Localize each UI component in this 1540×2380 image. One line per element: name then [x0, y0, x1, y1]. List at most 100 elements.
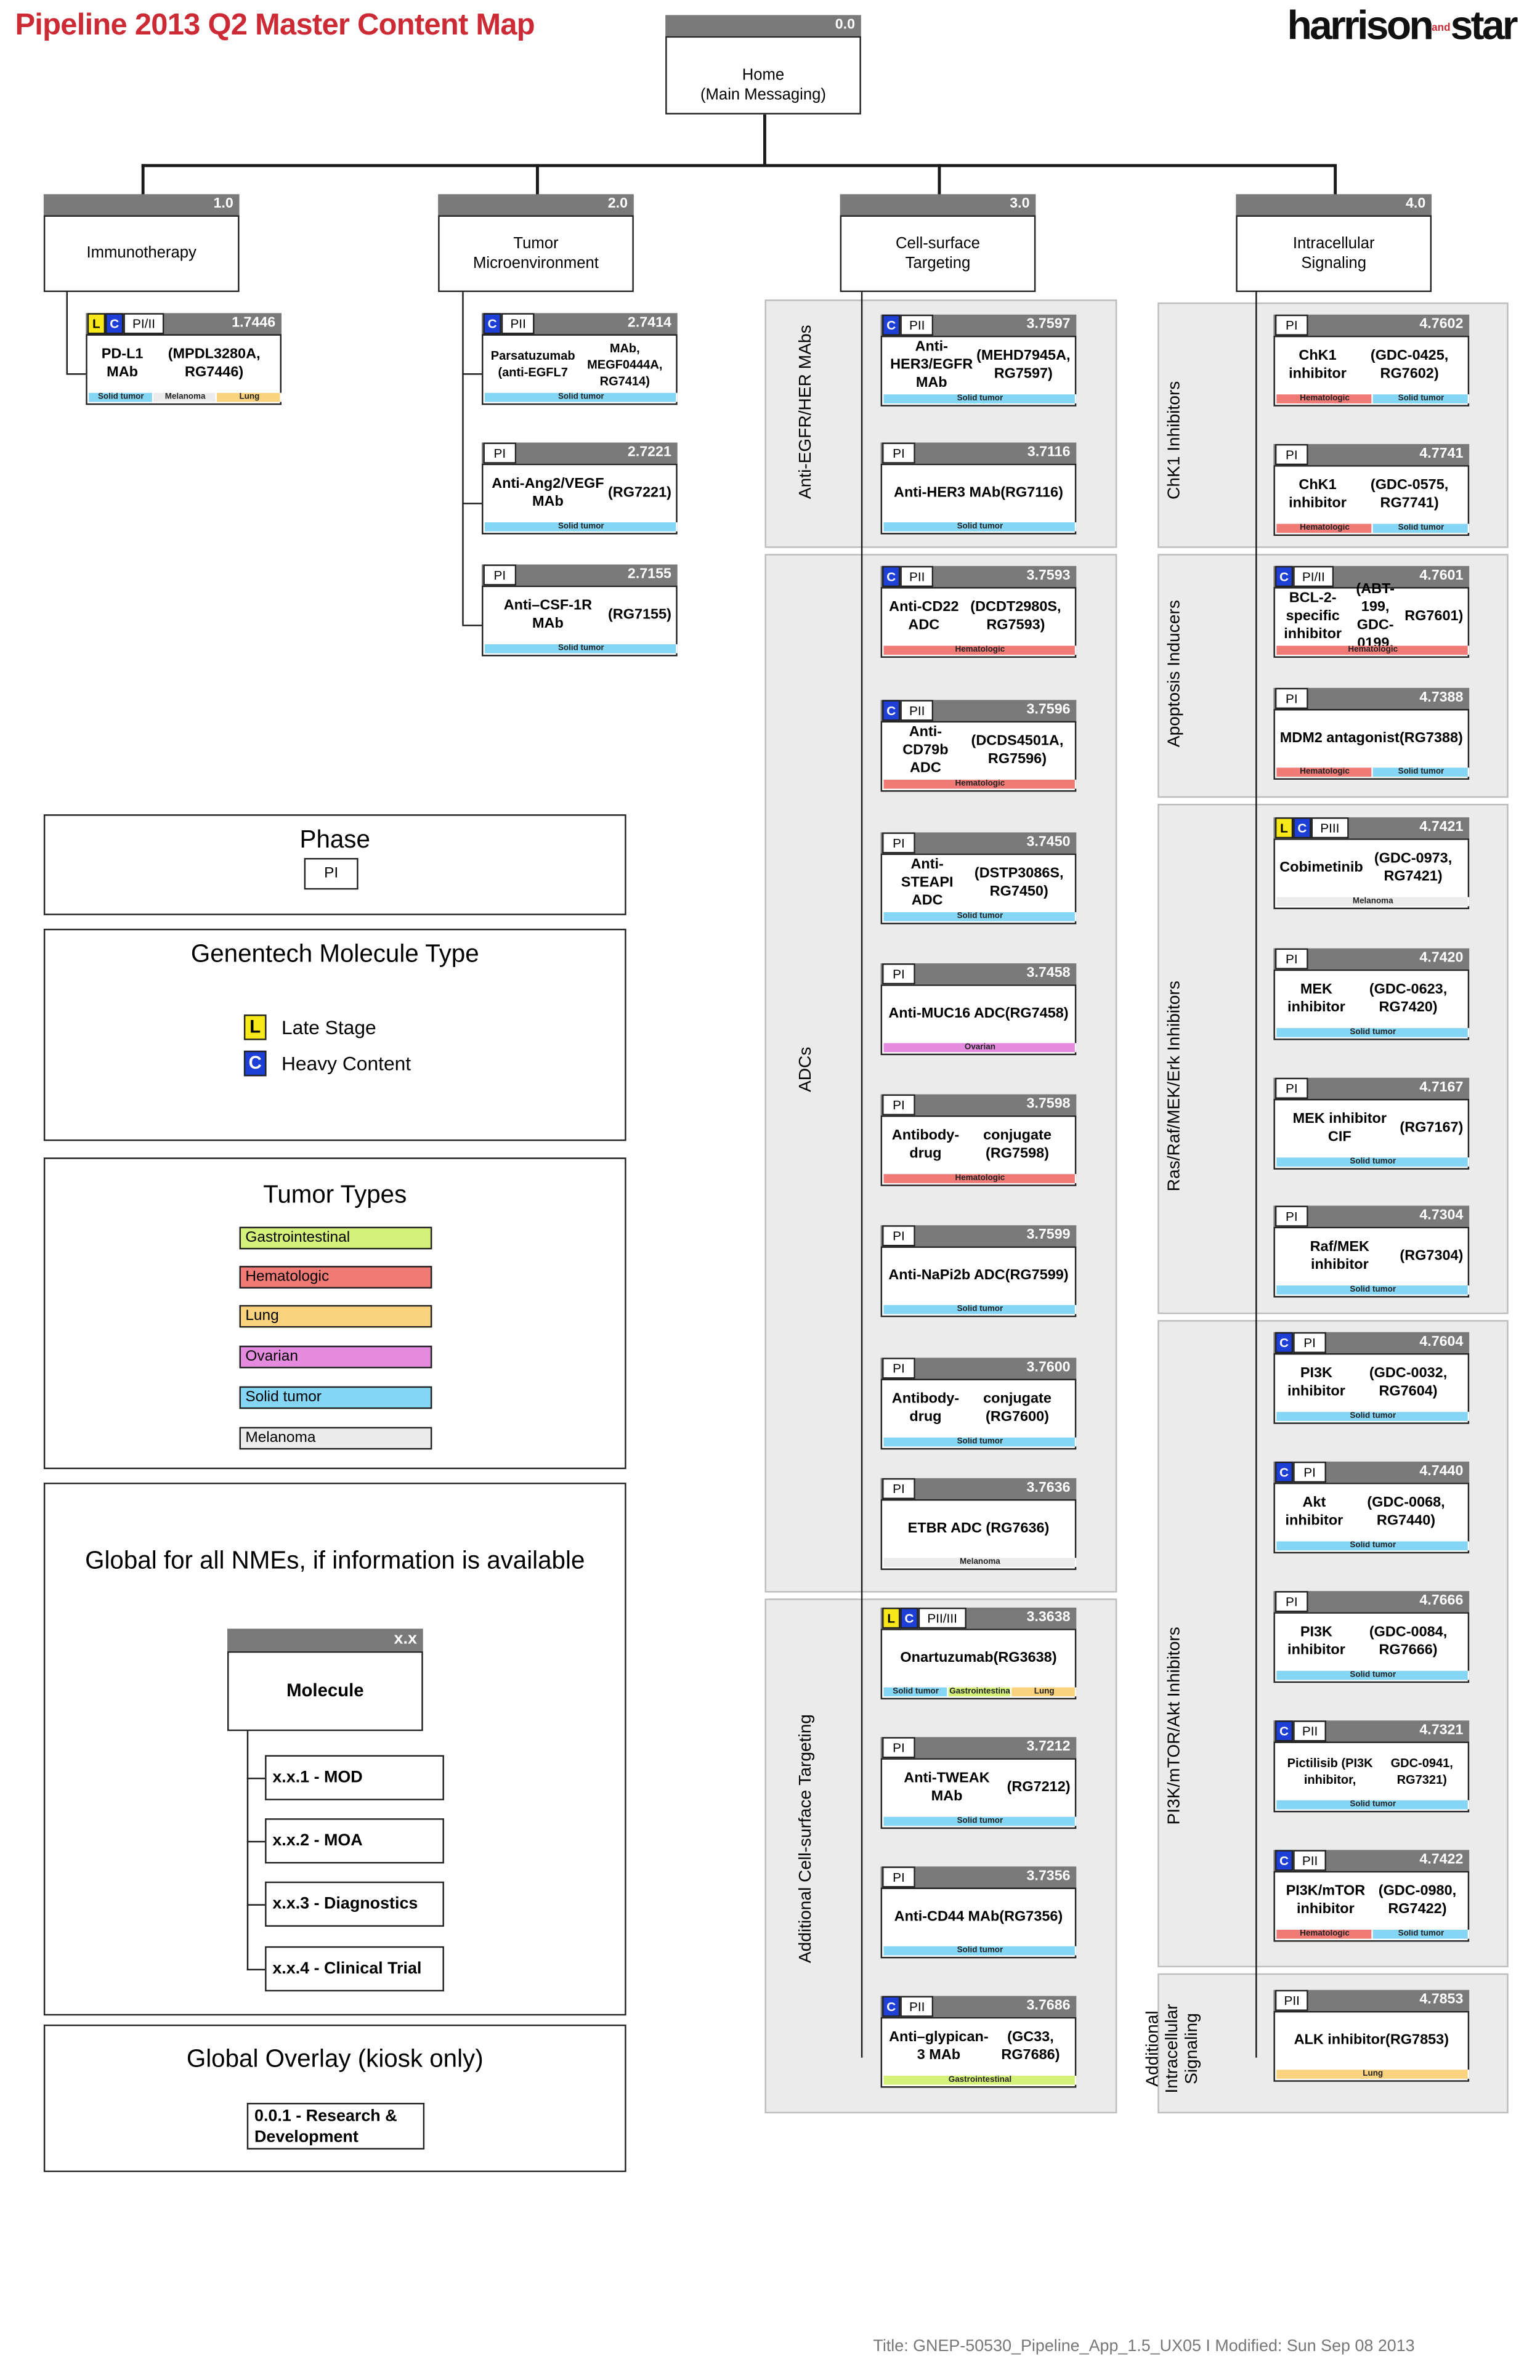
molecule-name-line: (GDC-0068, RG7440): [1367, 1494, 1445, 1529]
molecule-name-box: PI3K inhibitor(GDC-0084, RG7666)Solid tu…: [1273, 1612, 1470, 1683]
molecule-number: 4.7602: [1419, 316, 1464, 333]
molecule-name-line: (RG7155): [607, 606, 671, 623]
molecule-name-box: PI3K inhibitor(GDC-0032, RG7604)Solid tu…: [1273, 1353, 1470, 1424]
legend-title: Genentech Molecule Type: [190, 941, 479, 968]
molecule-name-box: Anti-HER3/EGFR MAb(MEHD7945A, RG7597)Sol…: [880, 335, 1077, 407]
molecule-name-line: PI3K/mTOR inhibitor: [1286, 1883, 1366, 1918]
late-stage-icon: L: [1275, 817, 1294, 839]
molecule-name-line: (GDC-0084, RG7666): [1369, 1624, 1448, 1659]
molecule-name-box: Cobimetinib(GDC-0973, RG7421)Melanoma: [1273, 838, 1470, 910]
molecule-name-line: (RG7304): [1400, 1247, 1464, 1265]
molecule-number: 3.7596: [1026, 701, 1071, 718]
section-immunotherapy[interactable]: Immunotherapy: [43, 215, 240, 293]
molecule-name-line: Anti-CD22 ADC: [889, 599, 959, 634]
molecule-number: 3.3638: [1026, 1609, 1071, 1626]
molecule-tags: PI: [882, 1358, 915, 1379]
tumor-type-tag: Hematologic: [1276, 646, 1470, 655]
connector-line: [246, 1904, 265, 1906]
molecule-name-box: ALK inhibitor(RG7853)Lung: [1273, 2010, 1470, 2082]
phase-sample-tag: PI: [304, 857, 359, 890]
tumor-swatch-gastrointestinal: Gastrointestinal: [239, 1226, 432, 1250]
tumor-type-tag: Hematologic: [883, 779, 1077, 789]
molecule-name-box: Anti–glypican-3 MAb(GC33, RG7686)Gastroi…: [880, 2017, 1077, 2088]
tumor-swatch-lung: Lung: [239, 1305, 432, 1328]
late-stage-icon: L: [882, 1607, 901, 1629]
group-label: Anti-EGFR/HER MAbs: [796, 325, 816, 500]
molecule-name-line: MAb, MEGF0444A, RG7414): [587, 341, 663, 388]
molecule-tags: PI: [882, 963, 915, 985]
tumor-type-tag: Solid tumor: [1276, 1541, 1470, 1551]
molecule-name-line: Anti-Ang2/VEGF MAb: [492, 476, 604, 511]
tumor-type-strip: Solid tumor: [1276, 1157, 1470, 1167]
tumor-type-strip: Solid tumor: [883, 1437, 1077, 1447]
tumor-type-strip: Hematologic: [1276, 646, 1470, 655]
tumor-type-tag: Lung: [217, 392, 282, 402]
molecule-name-line: Anti-HER3/EGFR MAb: [890, 338, 973, 392]
legend-phase: Phase PI: [43, 814, 626, 915]
tumor-type-tag: Solid tumor: [484, 392, 678, 402]
connector-line: [141, 164, 145, 196]
home-node[interactable]: Home(Main Messaging): [665, 36, 861, 115]
tumor-type-tag: Hematologic: [883, 1174, 1077, 1183]
molecule-name-line: GDC-0941, RG7321): [1390, 1756, 1453, 1787]
global-item-mod: x.x.1 - MOD: [265, 1755, 444, 1800]
connector-line: [1255, 290, 1257, 2058]
phase-tag: PII: [900, 700, 934, 721]
phase-tag: PII: [900, 565, 934, 588]
molecule-name-line: MEK inhibitor CIF: [1292, 1111, 1387, 1146]
molecule-tags: PI: [1275, 1591, 1308, 1613]
phase-tag: PI: [1275, 443, 1308, 466]
molecule-name-line: (RG7853): [1385, 2032, 1449, 2049]
molecule-number: 3.7598: [1026, 1096, 1071, 1112]
molecule-name-box: Anti-STEAPI ADC(DSTP3086S, RG7450)Solid …: [880, 853, 1077, 925]
